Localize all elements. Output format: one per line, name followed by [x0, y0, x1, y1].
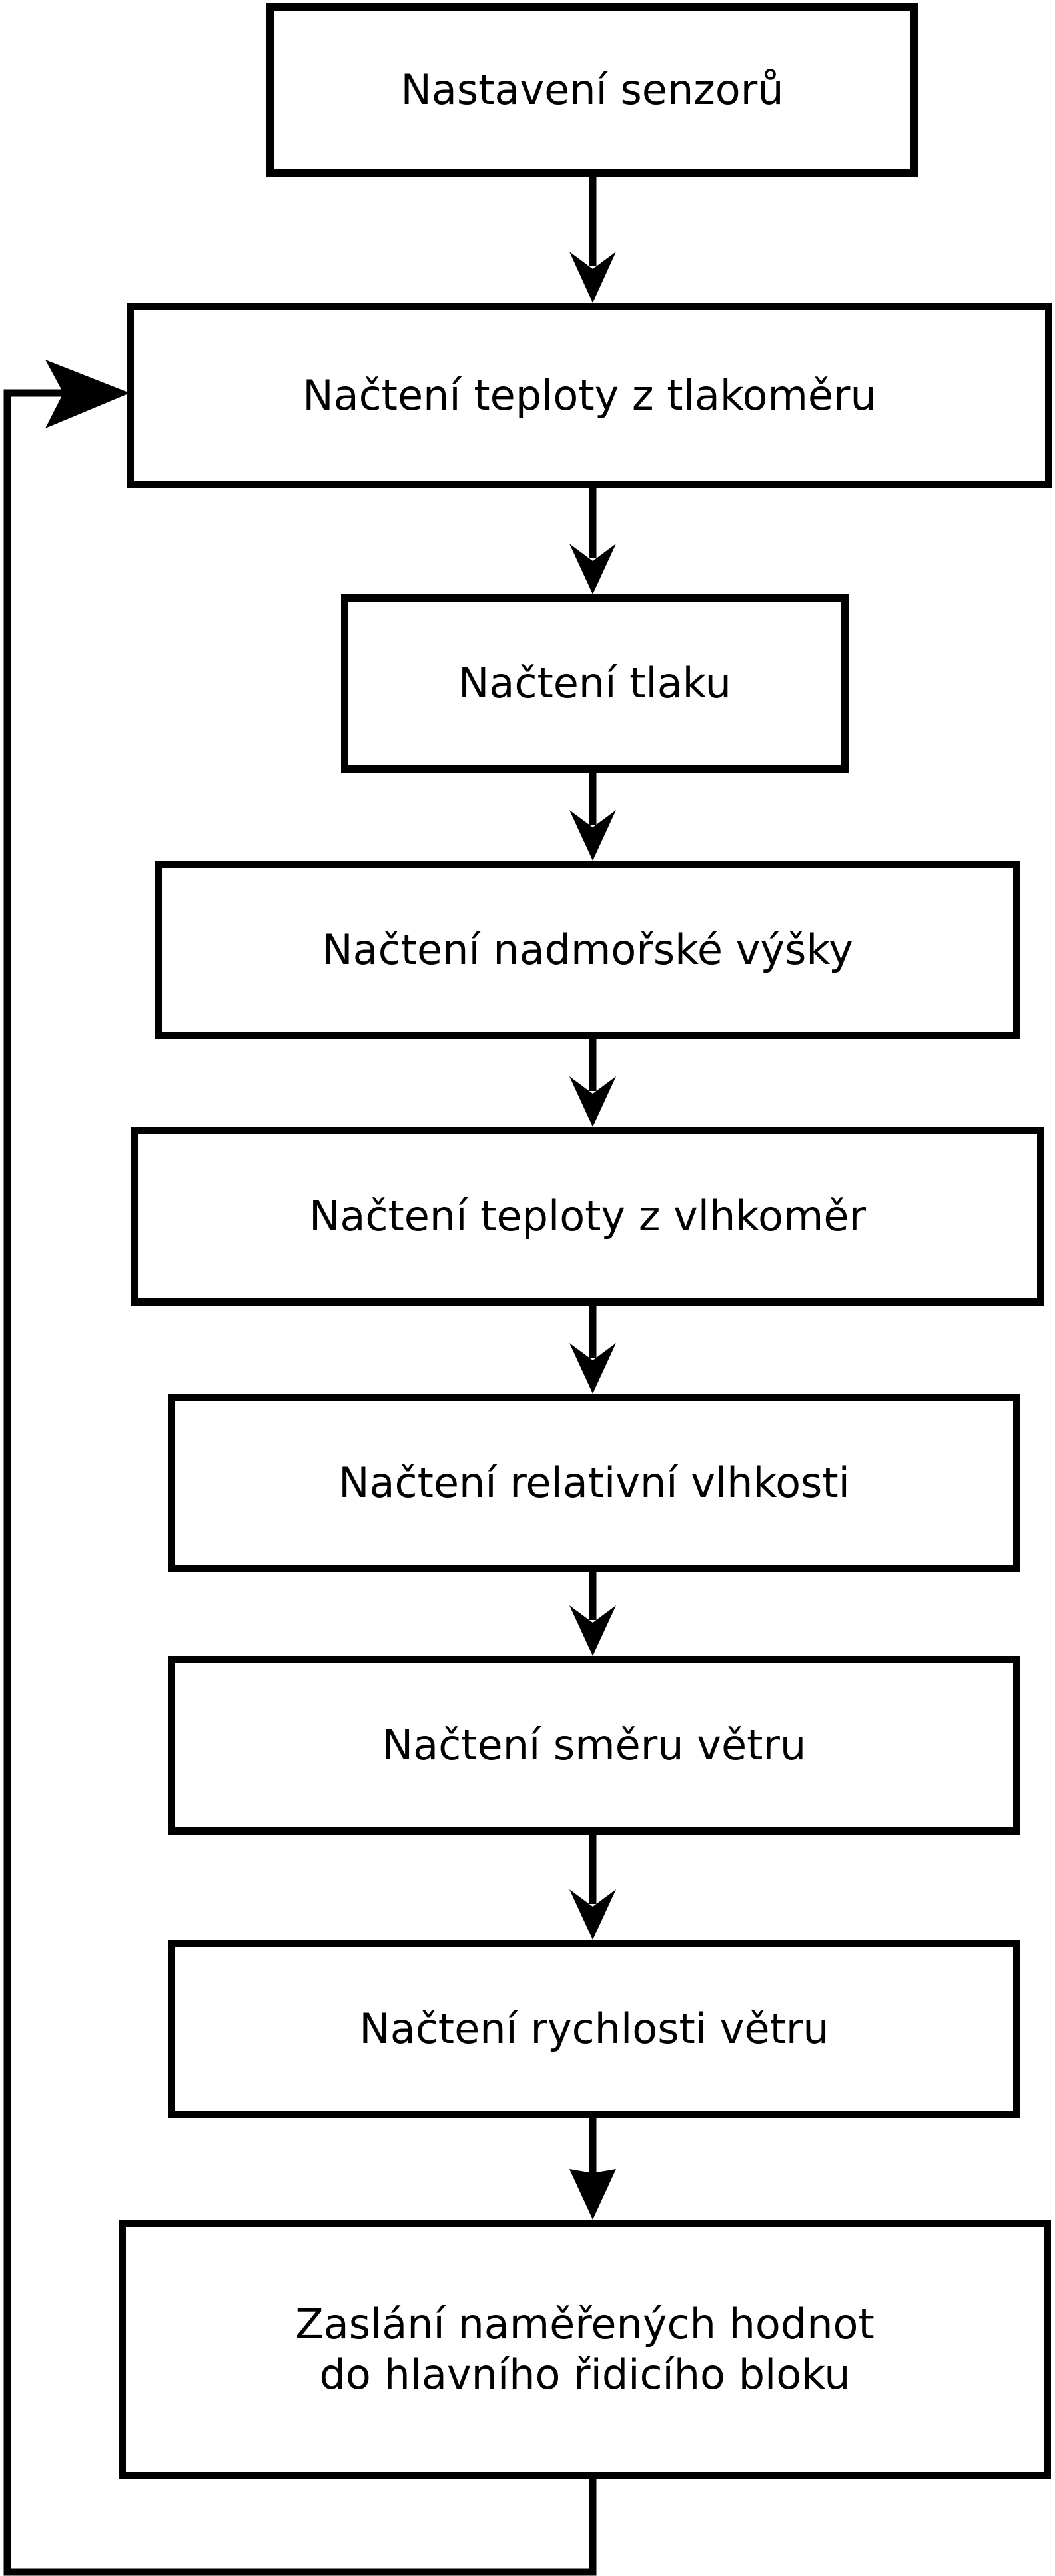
arrow-nastaveni-to-tlakomer	[569, 177, 616, 303]
node-label-nacteni-smeru-vetru: Načtení směru větru	[382, 1721, 807, 1770]
node-label-nacteni-relativni-vlhkosti: Načtení relativní vlhkosti	[338, 1458, 850, 1507]
node-label-zaslani-namerenych-hodnot: Zaslání naměřených hodnot do hlavního ři…	[295, 2300, 875, 2399]
arrow-relativni-vlhkost-to-smer-vetru	[569, 1572, 616, 1656]
node-label-nacteni-teploty-z-vlhkomer: Načtení teploty z vlhkoměr	[309, 1192, 866, 1241]
node-label-nacteni-rychlosti-vetru: Načtení rychlosti větru	[359, 2004, 829, 2054]
node-nastaveni-senzoru[interactable]: Nastavení senzorů	[266, 3, 918, 177]
node-label-nacteni-nadmorske-vysky: Načtení nadmořské výšky	[322, 925, 853, 975]
arrow-nadmorska-vyska-to-vlhkomer	[569, 1039, 616, 1127]
arrow-vlhkomer-to-relativni-vlhkost	[569, 1306, 616, 1394]
node-nacteni-teploty-z-vlhkomer[interactable]: Načtení teploty z vlhkoměr	[131, 1127, 1044, 1306]
node-zaslani-namerenych-hodnot[interactable]: Zaslání naměřených hodnot do hlavního ři…	[119, 2220, 1051, 2479]
node-label-nacteni-tlaku: Načtení tlaku	[458, 659, 731, 708]
arrow-tlakomer-to-tlak	[569, 488, 616, 594]
node-nacteni-smeru-vetru[interactable]: Načtení směru větru	[168, 1656, 1020, 1835]
node-label-nastaveni-senzoru: Nastavení senzorů	[400, 65, 784, 115]
arrow-rychlost-vetru-to-zaslani	[569, 2118, 616, 2220]
node-nacteni-relativni-vlhkosti[interactable]: Načtení relativní vlhkosti	[168, 1394, 1020, 1572]
node-nacteni-tlaku[interactable]: Načtení tlaku	[341, 594, 849, 773]
node-nacteni-rychlosti-vetru[interactable]: Načtení rychlosti větru	[168, 1940, 1020, 2118]
arrow-smer-vetru-to-rychlost-vetru	[569, 1835, 616, 1940]
node-nacteni-teploty-z-tlakomeru[interactable]: Načtení teploty z tlakoměru	[127, 303, 1052, 488]
node-nacteni-nadmorske-vysky[interactable]: Načtení nadmořské výšky	[155, 861, 1020, 1039]
node-label-nacteni-teploty-z-tlakomeru: Načtení teploty z tlakoměru	[302, 371, 877, 420]
arrow-tlak-to-nadmorska-vyska	[569, 773, 616, 861]
loop-back-arrow-zaslani-to-tlakomer	[3, 360, 597, 2576]
